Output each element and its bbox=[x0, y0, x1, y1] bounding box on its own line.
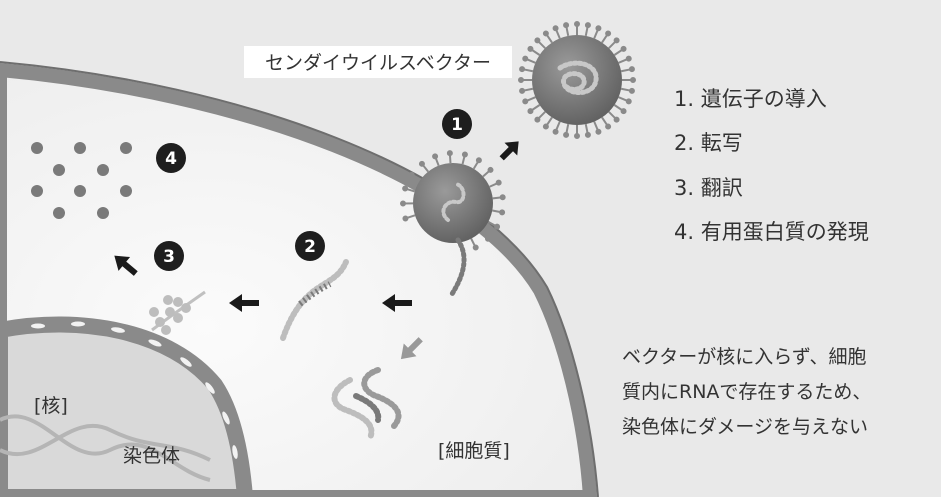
virus-spike-tip bbox=[620, 45, 627, 52]
vector-label: センダイウイルスベクター bbox=[265, 52, 491, 74]
virus-spike-tip bbox=[432, 153, 439, 160]
virus-spike-tip bbox=[534, 37, 541, 44]
virus-spike-tip bbox=[552, 25, 559, 32]
virus-spike-tip bbox=[402, 215, 409, 222]
mrna-strand bbox=[280, 259, 349, 341]
virus-spike-tip bbox=[400, 200, 407, 207]
virus-spike-tip bbox=[542, 123, 549, 130]
virus-spike-tip bbox=[613, 116, 620, 123]
virus-spike-tip bbox=[563, 22, 570, 29]
step-badge-2: 2 bbox=[295, 231, 325, 261]
virus-spike-tip bbox=[574, 21, 580, 27]
arrow-expression bbox=[114, 255, 138, 276]
virus-spike-tip bbox=[628, 87, 635, 94]
virus-spike-tip bbox=[527, 45, 534, 52]
note-line-1: ベクターが核に入らず、細胞 bbox=[622, 346, 867, 368]
virus-spike-tip bbox=[527, 108, 534, 115]
virus-spike-tip bbox=[495, 179, 502, 186]
protein-dots bbox=[31, 142, 132, 219]
svg-text:1: 1 bbox=[451, 115, 463, 135]
virus-spike-tip bbox=[584, 22, 591, 29]
virus-spike-tip bbox=[522, 98, 529, 105]
virus-spike-tip bbox=[519, 87, 526, 94]
arrow-replication bbox=[400, 337, 423, 360]
step-list-item-4: 4. 有用蛋白質の発現 bbox=[674, 220, 869, 244]
nucleus bbox=[0, 316, 254, 497]
nucleus-label: [核] bbox=[34, 395, 68, 417]
step-badge-3: 3 bbox=[154, 241, 184, 271]
virus-spike-tip bbox=[518, 77, 524, 83]
step-list-item-2: 2. 転写 bbox=[674, 131, 743, 155]
step-badge-4: 4 bbox=[156, 143, 186, 173]
step-badge-1: 1 bbox=[442, 109, 472, 139]
virus-spike-tip bbox=[605, 123, 612, 130]
virus-spike-tip bbox=[574, 133, 580, 139]
virus-spike-tip bbox=[625, 55, 632, 62]
arrow-translation bbox=[229, 294, 259, 312]
virus-spike-tip bbox=[522, 55, 529, 62]
arrows bbox=[114, 141, 519, 360]
svg-text:4: 4 bbox=[165, 149, 177, 169]
virus-spike-tip bbox=[499, 209, 506, 216]
step-list-item-1: 1. 遺伝子の導入 bbox=[674, 87, 827, 111]
arrow-transcription bbox=[382, 294, 412, 312]
virus-spike-tip bbox=[499, 194, 506, 201]
virus-spike-tip bbox=[595, 128, 602, 135]
svg-text:3: 3 bbox=[163, 247, 175, 267]
virus-spike-tip bbox=[418, 160, 425, 167]
vector-label-box bbox=[244, 46, 512, 78]
virus-spike-tip bbox=[563, 131, 570, 138]
virus-spike-tip bbox=[475, 157, 482, 164]
step-list-item-3: 3. 翻訳 bbox=[674, 176, 743, 200]
chromosome-label: 染色体 bbox=[123, 445, 180, 467]
virus-spike-tip bbox=[494, 223, 501, 230]
virus-spike-tip bbox=[408, 171, 415, 178]
svg-text:2: 2 bbox=[304, 237, 316, 257]
cytoplasm-label: [細胞質] bbox=[438, 440, 510, 462]
virus-spike-tip bbox=[472, 244, 479, 251]
replicated-rna bbox=[331, 367, 402, 441]
chromosome-strands bbox=[0, 414, 211, 482]
virus-spike-tip bbox=[613, 37, 620, 44]
virus-spike-tip bbox=[605, 30, 612, 37]
sendai-virus bbox=[518, 21, 636, 139]
note-line-2: 質内にRNAで存在するため、 bbox=[622, 381, 871, 403]
virus-rna bbox=[557, 60, 599, 95]
virus-spike-tip bbox=[487, 166, 494, 173]
translation-cluster bbox=[149, 290, 206, 335]
note-line-3: 染色体にダメージを与えない bbox=[622, 416, 868, 438]
virus-spike-tip bbox=[552, 128, 559, 135]
virus-spike-tip bbox=[402, 185, 409, 192]
released-rna bbox=[449, 237, 467, 297]
arrow-entry bbox=[499, 141, 519, 161]
fusing-virus bbox=[400, 150, 506, 251]
virus-spike-tip bbox=[446, 150, 453, 157]
virus-spike-tip bbox=[584, 131, 591, 138]
virus-spike-tip bbox=[519, 66, 526, 73]
virus-spike-tip bbox=[542, 30, 549, 37]
virus-spike-tip bbox=[630, 77, 636, 83]
note-text: ベクターが核に入らず、細胞 質内にRNAで存在するため、 染色体にダメージを与え… bbox=[622, 346, 871, 438]
virus-spike-tip bbox=[628, 66, 635, 73]
virus-spike-tip bbox=[484, 235, 491, 242]
virus-spike-tip bbox=[595, 25, 602, 32]
virus-spike-tip bbox=[625, 98, 632, 105]
virus-spike-tip bbox=[461, 151, 468, 158]
virus-spike-tip bbox=[534, 116, 541, 123]
step-list: 1. 遺伝子の導入 2. 転写 3. 翻訳 4. 有用蛋白質の発現 bbox=[674, 87, 869, 244]
virus-spike-tip bbox=[620, 108, 627, 115]
nuclear-pores bbox=[31, 321, 238, 459]
